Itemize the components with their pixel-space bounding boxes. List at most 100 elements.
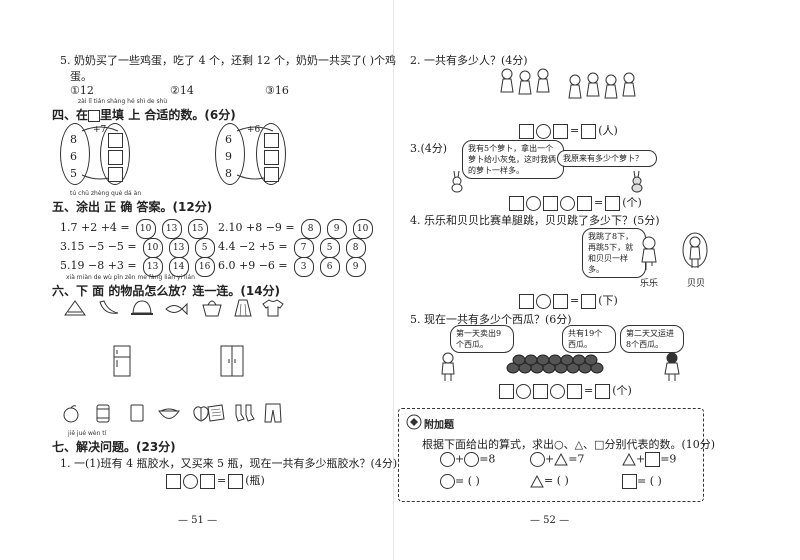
bonus-instruction: 根据下面给出的算式，求出○、△、□分别代表的数。(10分): [422, 438, 716, 451]
q5-option-3[interactable]: ③16: [265, 84, 289, 97]
watermelon-slice-icon[interactable]: [64, 300, 86, 316]
socks-icon[interactable]: [233, 404, 255, 422]
q5r-text: 5. 现在一共有多少个西瓜？(6分): [410, 313, 572, 326]
answer-box-2-2[interactable]: [264, 150, 279, 165]
flower-option[interactable]: 9: [345, 257, 366, 277]
num-2-3: 8: [225, 167, 232, 180]
bonus-eq-3: +=9: [622, 452, 676, 467]
operator-circle[interactable]: [183, 473, 198, 489]
bonus-answer-triangle[interactable]: = ( ): [530, 474, 569, 488]
q5-equation: =(个): [498, 382, 633, 399]
q4-text: 4. 乐乐和贝贝比赛单腿跳，贝贝跳了多少下？(5分): [410, 214, 660, 227]
result-box[interactable]: [581, 123, 597, 139]
flower-option[interactable]: 8: [345, 238, 366, 258]
equation-box[interactable]: [519, 293, 534, 309]
fish-icon[interactable]: [164, 302, 188, 316]
flower-option[interactable]: 13: [161, 219, 182, 239]
equation-box[interactable]: [509, 195, 524, 211]
flower-option[interactable]: 10: [352, 219, 373, 239]
answer-box-2-1[interactable]: [264, 133, 279, 148]
num-1-3: 5: [70, 167, 77, 180]
result-box[interactable]: [581, 293, 597, 309]
banana-icon[interactable]: [98, 299, 120, 317]
result-box[interactable]: [605, 195, 621, 211]
flower-option[interactable]: 9: [326, 219, 347, 239]
q5-line2: 蛋。: [70, 70, 92, 83]
square-symbol: [645, 452, 661, 467]
hat-icon[interactable]: [130, 299, 154, 317]
operator-circle[interactable]: [516, 383, 531, 399]
sec4-title: 四、在里填 上 合适的数。(6分): [52, 108, 236, 122]
can-icon[interactable]: [96, 403, 110, 423]
operator-circle[interactable]: [560, 195, 575, 211]
bonus-eq-2: +=7: [530, 452, 584, 467]
equation-box[interactable]: [553, 293, 568, 309]
sec7-pinyin: jiě jué wèn tí: [68, 430, 107, 437]
flower-option[interactable]: 3: [293, 257, 314, 277]
q4-bubble: 我跳了8下，再跳5下，就和贝贝一样多。: [582, 228, 646, 278]
basket-icon[interactable]: [202, 299, 222, 317]
flower-option[interactable]: 7: [293, 238, 314, 258]
sec7-q1: 1. 一(1)班有 4 瓶胶水，又买来 5 瓶，现在一共有多少瓶胶水？(4分): [60, 457, 398, 470]
result-box[interactable]: [228, 473, 244, 489]
flower-option[interactable]: 6: [319, 257, 340, 277]
answer-box-2-3[interactable]: [264, 167, 279, 182]
flower-option[interactable]: 16: [194, 257, 215, 277]
equation-box[interactable]: [553, 123, 568, 139]
q5-option-2[interactable]: ②14: [170, 84, 194, 97]
flower-option[interactable]: 13: [142, 257, 163, 277]
q5-bubble-total: 共有19个西瓜。: [562, 325, 616, 353]
equation-box[interactable]: [533, 383, 548, 399]
answer-box-1-3[interactable]: [108, 167, 123, 182]
flower-option[interactable]: 15: [187, 219, 208, 239]
equation-box[interactable]: [567, 383, 582, 399]
sec7-title: 七、解决问题。(23分): [52, 440, 176, 454]
orange-icon[interactable]: [62, 405, 80, 423]
q5-line1: 5. 奶奶买了一些鸡蛋，吃了 4 个，还剩 12 个，奶奶一共买了( )个鸡: [60, 54, 397, 67]
q5-option-1[interactable]: ①12: [70, 84, 94, 97]
answer-box-1-1[interactable]: [108, 133, 123, 148]
flower-option[interactable]: 10: [135, 219, 156, 239]
bonus-answer-square[interactable]: = ( ): [622, 474, 662, 489]
watermelon-pile-icon: [506, 354, 604, 374]
answer-box-1-2[interactable]: [108, 150, 123, 165]
flower-option[interactable]: 8: [300, 219, 321, 239]
flower-option[interactable]: 14: [168, 257, 189, 277]
cup-icon[interactable]: [130, 404, 144, 422]
wardrobe-icon[interactable]: [220, 345, 244, 377]
equation-box[interactable]: [166, 473, 181, 489]
flower-option[interactable]: 10: [142, 238, 163, 258]
equation-box[interactable]: [577, 195, 592, 211]
sec5-title: 五、涂出 正 确 答案。(12分): [52, 200, 213, 214]
name-lele: 乐乐: [640, 279, 659, 289]
equation-box[interactable]: [200, 473, 215, 489]
equation-box[interactable]: [519, 123, 534, 139]
number-oval-left-1: [60, 123, 90, 185]
num-2-2: 9: [225, 150, 232, 163]
number-oval-left-2: [215, 123, 245, 185]
equation-box[interactable]: [499, 383, 514, 399]
book-icon[interactable]: [206, 404, 226, 422]
result-box[interactable]: [595, 383, 611, 399]
flower-option[interactable]: 5: [319, 238, 340, 258]
bowl-icon[interactable]: [158, 408, 180, 422]
operator-circle[interactable]: [550, 383, 565, 399]
flower-option[interactable]: 5: [194, 238, 215, 258]
equation-box[interactable]: [543, 195, 558, 211]
operator-circle[interactable]: [536, 293, 551, 309]
skirt-icon[interactable]: [234, 299, 252, 317]
operator-circle[interactable]: [526, 195, 541, 211]
refrigerator-icon[interactable]: [113, 345, 131, 377]
pants-icon[interactable]: [264, 403, 282, 423]
gray-rabbit-icon: [631, 170, 643, 193]
shirt-icon[interactable]: [262, 299, 284, 317]
bonus-answer-circle[interactable]: = ( ): [440, 474, 480, 489]
num-1-1: 8: [70, 133, 77, 146]
operator-circle[interactable]: [536, 123, 551, 139]
page-number-right: — 52 —: [530, 515, 570, 526]
vegetable-icon[interactable]: [191, 404, 211, 422]
flower-option[interactable]: 13: [168, 238, 189, 258]
